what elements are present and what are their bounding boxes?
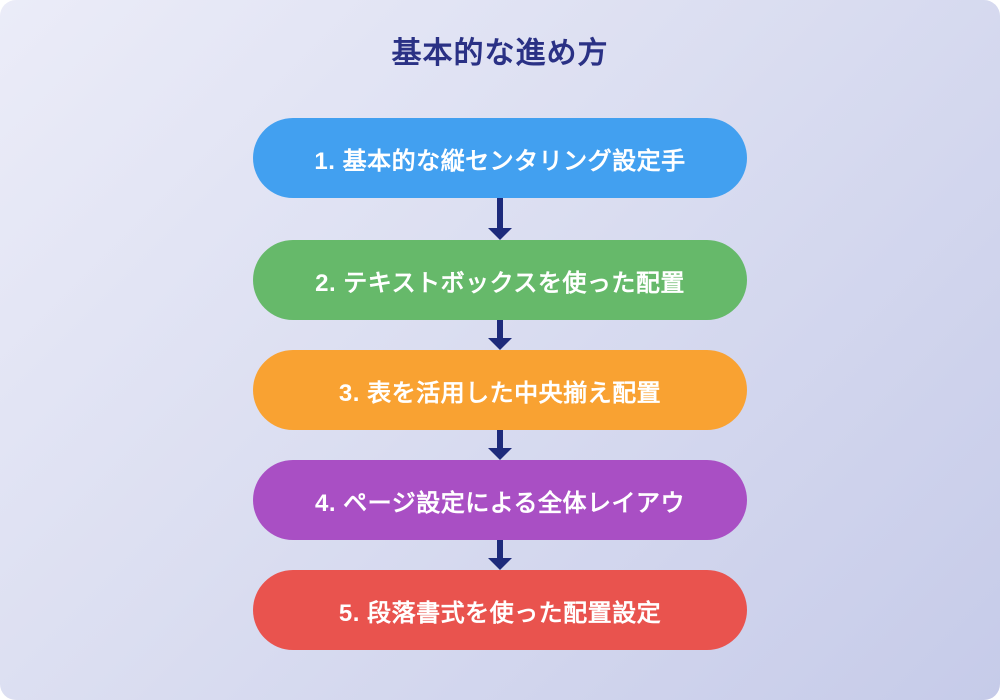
step-box-2: 2. テキストボックスを使った配置	[253, 240, 747, 320]
diagram-title: 基本的な進め方	[391, 37, 609, 70]
down-arrow-icon	[488, 320, 512, 350]
down-arrow-icon	[488, 198, 512, 240]
step-box-1: 1. 基本的な縦センタリング設定手	[253, 118, 747, 198]
down-arrow-icon	[488, 430, 512, 460]
step-box-5: 5. 段落書式を使った配置設定	[253, 570, 747, 650]
flowchart: 1. 基本的な縦センタリング設定手 2. テキストボックスを使った配置 3. 表…	[0, 118, 1000, 650]
down-arrow-icon	[488, 540, 512, 570]
step-box-3: 3. 表を活用した中央揃え配置	[253, 350, 747, 430]
step-box-4: 4. ページ設定による全体レイアウ	[253, 460, 747, 540]
